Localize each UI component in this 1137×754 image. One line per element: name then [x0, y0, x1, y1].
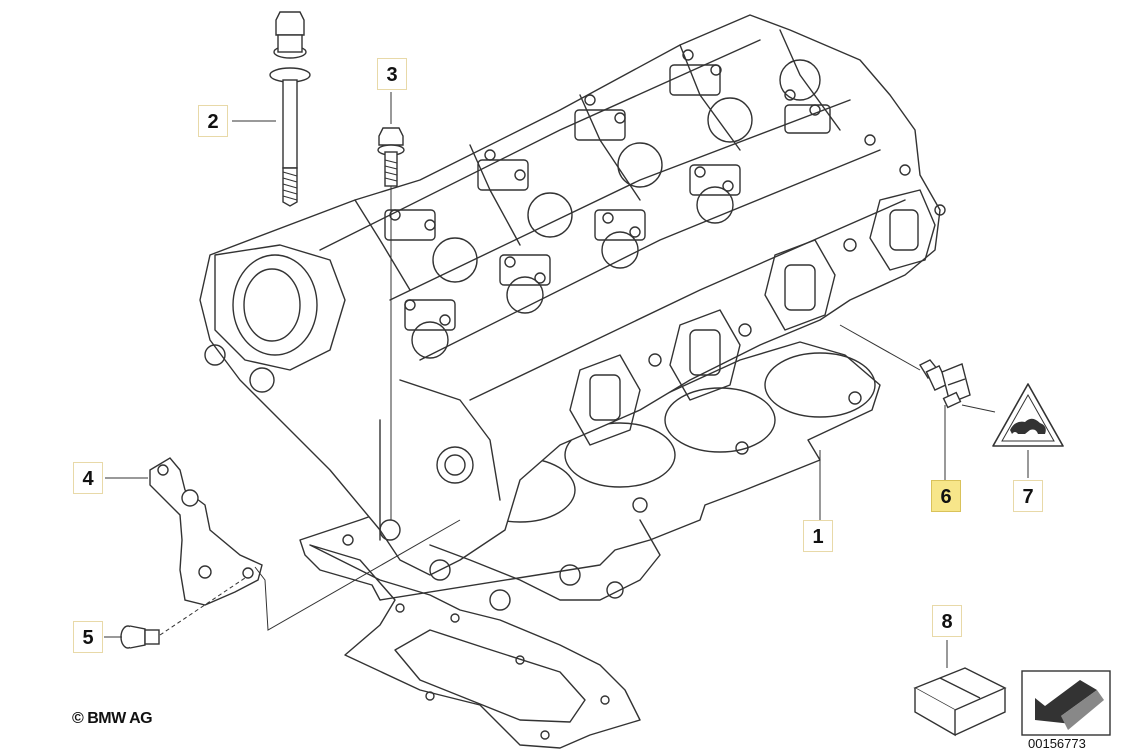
callout-6[interactable]: 6	[931, 480, 961, 512]
callout-3[interactable]: 3	[377, 58, 407, 90]
timing-cover-gasket	[309, 544, 641, 749]
arrow-icon	[1021, 670, 1111, 736]
callout-8[interactable]: 8	[932, 605, 962, 637]
exhaust-ports	[569, 189, 946, 446]
temperature-sensor	[919, 359, 971, 409]
cylinder-head	[199, 14, 941, 576]
callout-4[interactable]: 4	[73, 462, 103, 494]
bracket	[149, 457, 263, 606]
leader-lines	[104, 92, 1029, 668]
diagram-id: 00156773	[1028, 736, 1086, 751]
callout-7[interactable]: 7	[1013, 480, 1043, 512]
countersunk-screw	[120, 625, 160, 649]
callout-5[interactable]: 5	[73, 621, 103, 653]
callout-2[interactable]: 2	[198, 105, 228, 137]
front-housing	[204, 244, 501, 541]
warning-triangle-icon	[992, 383, 1064, 447]
cylinder-head-bolt	[269, 11, 311, 207]
short-bolt	[377, 127, 405, 520]
copyright-text: © BMW AG	[72, 710, 153, 727]
lower-casting	[429, 519, 661, 611]
camshaft-bearings	[319, 29, 911, 401]
package-box-icon	[913, 667, 1007, 737]
callout-1[interactable]: 1	[803, 520, 833, 552]
